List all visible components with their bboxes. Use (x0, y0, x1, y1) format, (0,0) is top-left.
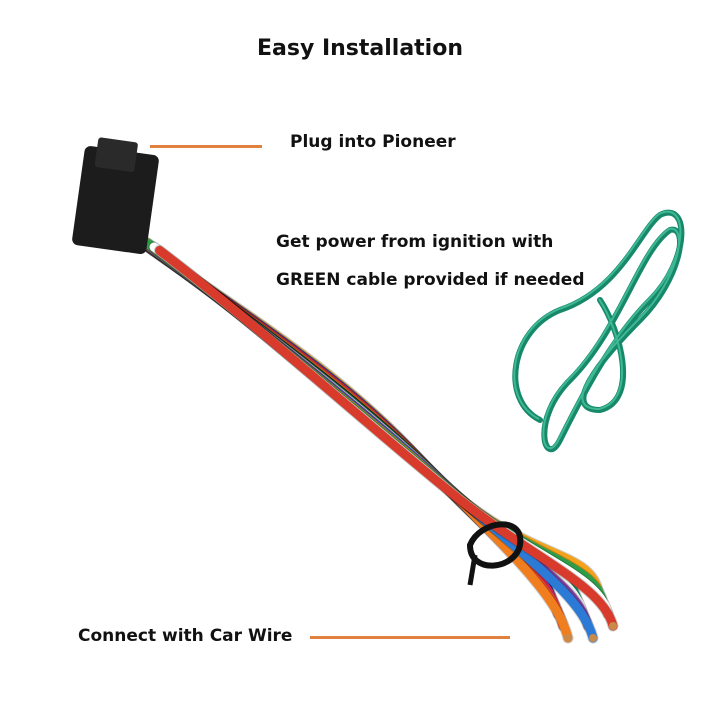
plug-callout: Plug into Pioneer (290, 132, 456, 152)
connector-latch (94, 137, 138, 172)
connector-body (72, 146, 159, 255)
wire (133, 232, 598, 643)
cable-tie (466, 521, 524, 569)
wire-end (589, 634, 597, 642)
wire-shadow (132, 231, 599, 644)
power-callout-line1: Get power from ignition with (276, 232, 554, 252)
connect-callout: Connect with Car Wire (78, 626, 293, 646)
power-callout-line2: GREEN cable provided if needed (276, 270, 585, 290)
cable-tie-tail (467, 554, 478, 586)
connect-callout-line (310, 636, 510, 639)
wire (89, 204, 558, 607)
wire-end (609, 622, 617, 630)
wire (155, 246, 618, 631)
green-cable-highlight (513, 210, 682, 449)
page-title: Easy Installation (256, 36, 464, 61)
plug-callout-line (150, 145, 262, 148)
connector (72, 137, 159, 255)
wire-shadow (88, 203, 559, 608)
wire-end (564, 634, 572, 642)
